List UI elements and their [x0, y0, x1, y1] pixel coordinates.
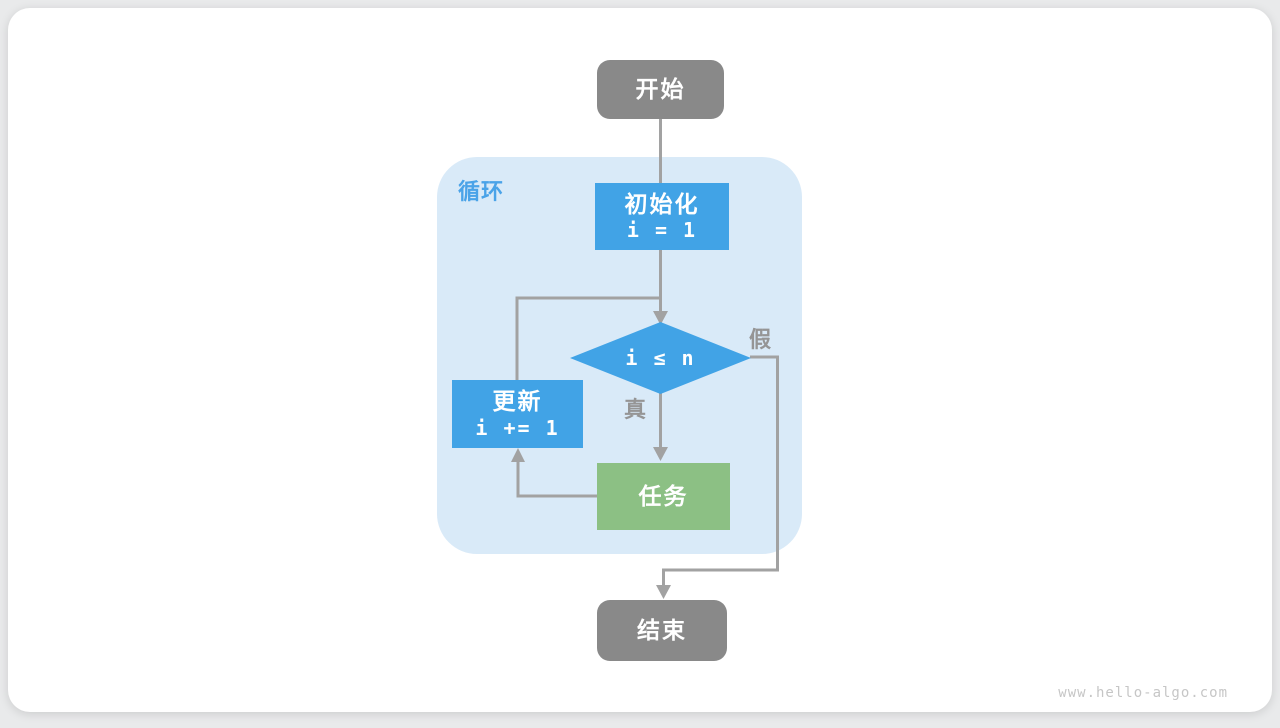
node-task: 任务	[597, 463, 730, 530]
node-init-code: i = 1	[626, 218, 698, 243]
node-update-code: i += 1	[475, 415, 560, 440]
watermark: www.hello-algo.com	[1058, 685, 1228, 701]
node-end-label: 结束	[637, 617, 687, 644]
arrowhead-into-end	[656, 585, 671, 599]
node-condition-code: i ≤ n	[625, 345, 696, 370]
edge-label-false: 假	[749, 327, 772, 352]
node-end: 结束	[597, 600, 727, 661]
node-start: 开始	[597, 60, 724, 119]
node-update-label: 更新	[492, 388, 543, 415]
node-start-label: 开始	[635, 76, 686, 103]
node-task-label: 任务	[638, 483, 689, 510]
node-update: 更新 i += 1	[452, 380, 583, 448]
node-init: 初始化 i = 1	[595, 183, 729, 250]
edge-label-true: 真	[624, 397, 647, 422]
node-init-label: 初始化	[624, 190, 700, 217]
loop-label: 循环	[458, 179, 505, 204]
flowchart-card: 循环 开始 初始化 i = 1 i ≤ n 更新	[8, 8, 1272, 712]
